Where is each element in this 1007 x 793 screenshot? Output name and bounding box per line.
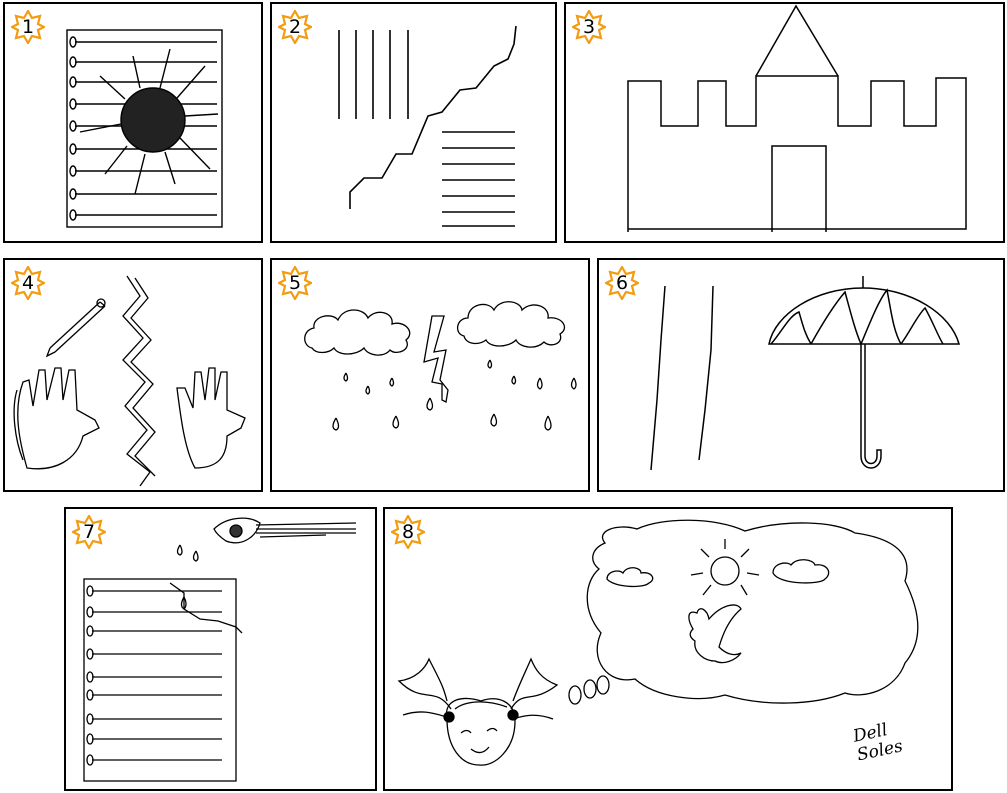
- panel-number: 2: [288, 16, 302, 38]
- panel-number-badge: 2: [278, 10, 312, 44]
- panel-6: 6: [597, 258, 1005, 492]
- panel-4: 4: [3, 258, 263, 492]
- panel-number-badge: 6: [605, 266, 639, 300]
- notebook-sun-drawing: [66, 29, 223, 228]
- panel-5: 5: [270, 258, 590, 492]
- panel-number: 3: [582, 16, 596, 38]
- panel-number: 1: [21, 16, 35, 38]
- panel-3: 3: [564, 2, 1005, 243]
- storm-clouds-drawing: [304, 301, 577, 431]
- panel-8: Dell Soles 8: [383, 507, 953, 791]
- hands-pen-drawing: [13, 275, 246, 487]
- castle-drawing: [627, 4, 967, 232]
- panel-number-badge: 4: [11, 266, 45, 300]
- notebook-bird-drawing: [83, 517, 357, 782]
- girl-daydream-drawing: [397, 519, 919, 766]
- panel-number: 7: [82, 521, 96, 543]
- panel-number-badge: 8: [391, 515, 425, 549]
- panel-2: 2: [270, 2, 557, 243]
- panel-1: 1: [3, 2, 263, 243]
- panel-number: 4: [21, 272, 35, 294]
- panel-number: 5: [288, 272, 302, 294]
- panel-number: 8: [401, 521, 415, 543]
- panel-number-badge: 7: [72, 515, 106, 549]
- lines-stairs-drawing: [338, 25, 517, 227]
- panel-number-badge: 5: [278, 266, 312, 300]
- panel-number: 6: [615, 272, 629, 294]
- panel-7: 7: [64, 507, 377, 791]
- panel-number-badge: 1: [11, 10, 45, 44]
- umbrella-drawing: [650, 276, 960, 471]
- panel-number-badge: 3: [572, 10, 606, 44]
